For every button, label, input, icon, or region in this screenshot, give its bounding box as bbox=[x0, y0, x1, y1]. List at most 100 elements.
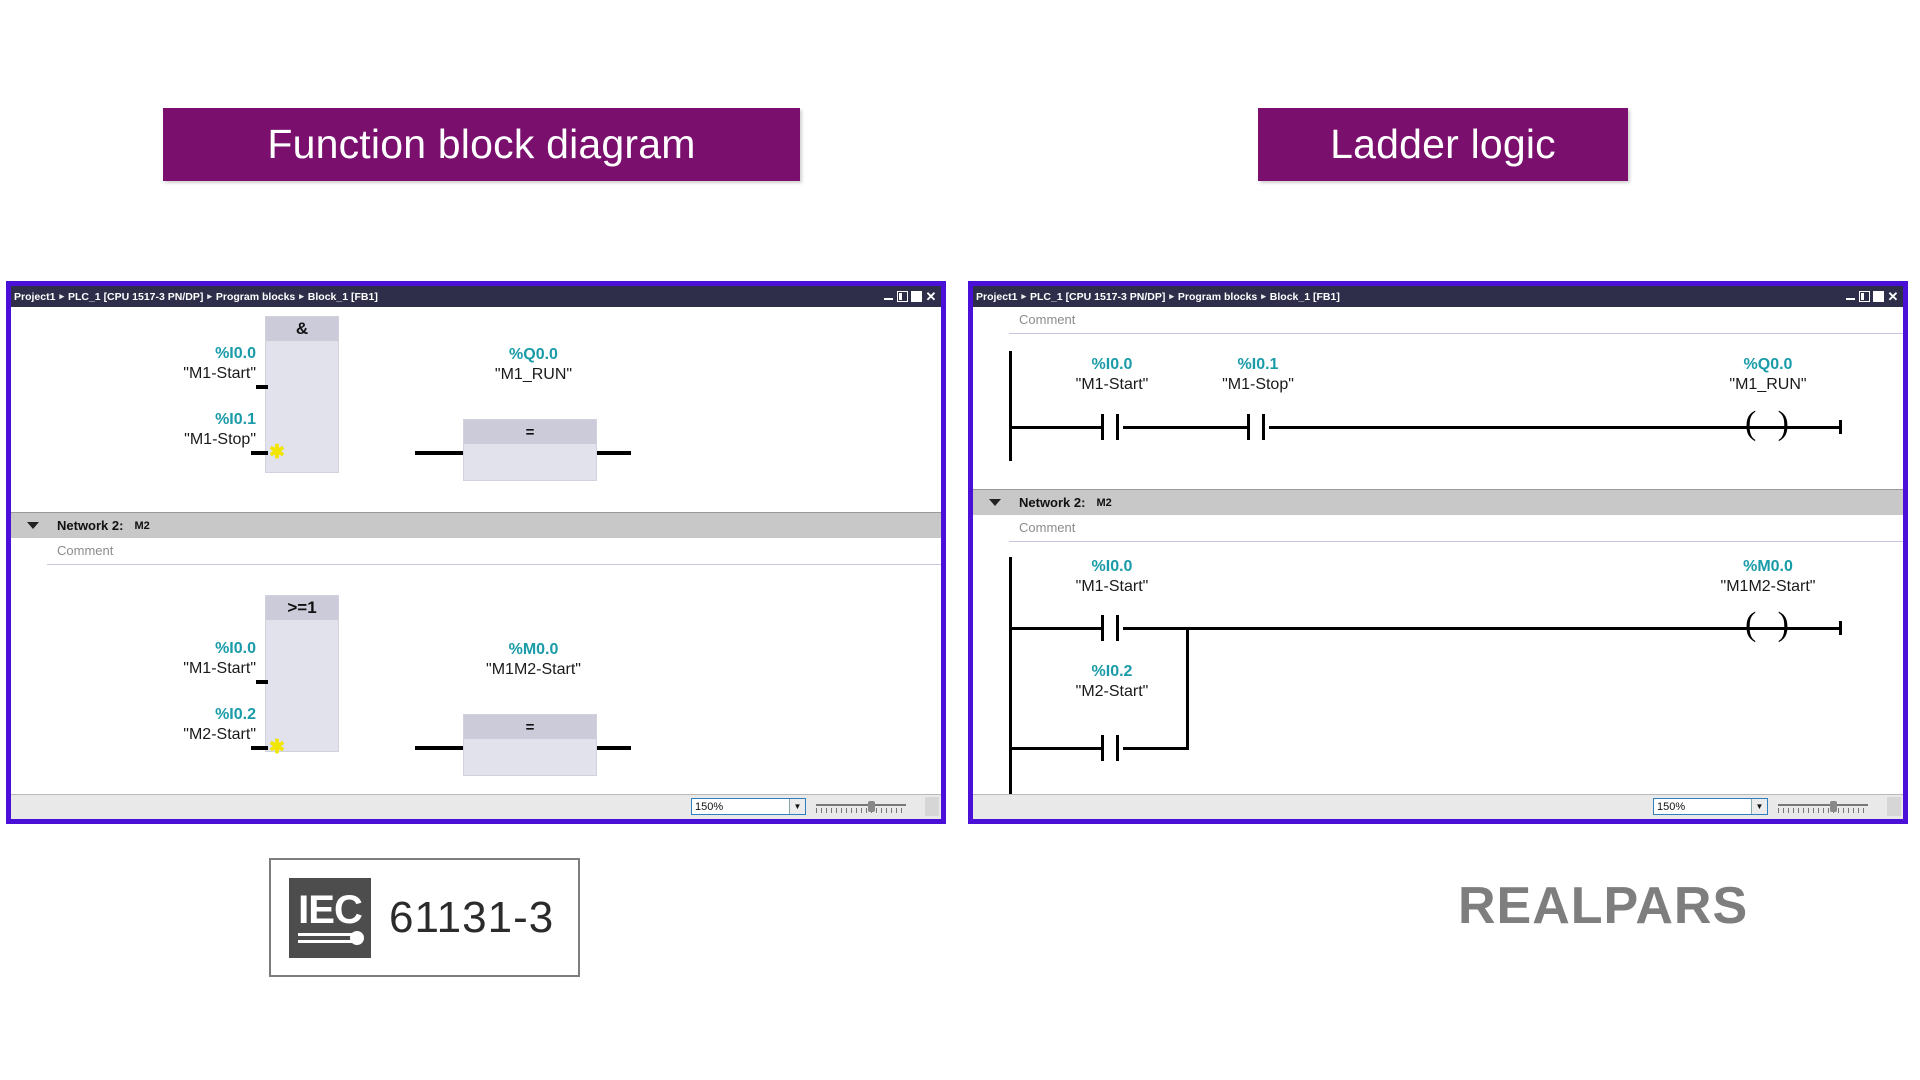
fbd-or-operator-label: >=1 bbox=[266, 596, 338, 620]
ladder-titlebar: Project1 ▸ PLC_1 [CPU 1517-3 PN/DP] ▸ Pr… bbox=[973, 286, 1903, 307]
ladder-n1-contact1-symbol: "M1-Start" bbox=[1075, 375, 1149, 393]
maximize-icon[interactable] bbox=[1873, 291, 1884, 302]
zoom-level-combobox[interactable]: 150% ▼ bbox=[1653, 798, 1768, 815]
ladder-n1-contact1-no[interactable] bbox=[1097, 414, 1123, 440]
iec-logo-text: IEC bbox=[298, 887, 363, 932]
fbd-n1-input2-wire bbox=[251, 451, 268, 455]
breadcrumb-item-plc[interactable]: PLC_1 [CPU 1517-3 PN/DP] bbox=[67, 290, 204, 303]
ladder-n2-branch2-contact-no[interactable] bbox=[1097, 735, 1123, 761]
fbd-canvas[interactable]: & %I0.0 "M1-Start" %I0.1 "M1-Stop" ✱ = %… bbox=[11, 307, 941, 819]
ladder-n2-branch1-contact-no[interactable] bbox=[1097, 615, 1123, 641]
ladder-n2-branch2-seg1 bbox=[1009, 747, 1103, 750]
ladder-network2-header[interactable]: Network 2: M2 bbox=[973, 489, 1903, 516]
ladder-n2-coil-label: %M0.0 "M1M2-Start" bbox=[1673, 557, 1863, 596]
fbd-n2-output-address: %M0.0 bbox=[508, 641, 559, 658]
chevron-down-icon[interactable] bbox=[27, 522, 39, 529]
close-icon[interactable]: ✕ bbox=[925, 289, 937, 304]
resize-grip[interactable] bbox=[1887, 797, 1901, 816]
realpars-logo: REALPARS bbox=[1458, 877, 1749, 935]
fbd-and-block[interactable]: & bbox=[265, 316, 339, 473]
banner-ladder-label: Ladder logic bbox=[1330, 121, 1556, 167]
ladder-n2-branch1-symbol: "M1-Start" bbox=[1075, 577, 1149, 595]
chevron-down-icon[interactable]: ▼ bbox=[789, 799, 805, 814]
fbd-n2-input2-address: %I0.2 bbox=[215, 706, 256, 723]
ladder-network2-name: M2 bbox=[1096, 496, 1112, 509]
minimize-icon[interactable] bbox=[1845, 291, 1856, 302]
ladder-n1-contact1-address: %I0.0 bbox=[1091, 356, 1133, 373]
breadcrumb-item-block[interactable]: Block_1 [FB1] bbox=[1269, 290, 1340, 303]
zoom-slider[interactable] bbox=[1778, 801, 1868, 813]
ladder-n1-output-coil[interactable]: ( ) bbox=[1745, 405, 1789, 442]
breadcrumb-item-plc[interactable]: PLC_1 [CPU 1517-3 PN/DP] bbox=[1029, 290, 1166, 303]
zoom-slider[interactable] bbox=[816, 801, 906, 813]
fbd-n2-input2-wire bbox=[251, 746, 268, 750]
fbd-n1-output-address: %Q0.0 bbox=[509, 346, 558, 363]
fbd-n2-assign-block[interactable]: = bbox=[463, 714, 597, 776]
chevron-down-icon[interactable]: ▼ bbox=[1751, 799, 1767, 814]
banner-fbd-label: Function block diagram bbox=[267, 121, 696, 167]
coil-left-paren-icon: ( bbox=[1745, 405, 1757, 442]
ladder-n1-contact2-address: %I0.1 bbox=[1237, 356, 1279, 373]
breadcrumb-item-project[interactable]: Project1 bbox=[14, 290, 56, 303]
fbd-n1-assign-block[interactable]: = bbox=[463, 419, 597, 481]
ladder-network1-comment-row[interactable]: Comment bbox=[973, 307, 1903, 332]
ladder-n2-branch2-seg2 bbox=[1123, 747, 1189, 750]
fbd-n1-input1-symbol: "M1-Start" bbox=[183, 364, 256, 382]
fbd-or-block[interactable]: >=1 bbox=[265, 595, 339, 752]
minimize-icon[interactable] bbox=[883, 291, 894, 302]
coil-right-paren-icon: ) bbox=[1777, 606, 1789, 643]
fbd-and-operator-label: & bbox=[266, 317, 338, 341]
fbd-network2-header[interactable]: Network 2: M2 bbox=[11, 512, 941, 539]
banner-function-block-diagram: Function block diagram bbox=[163, 108, 800, 181]
ladder-canvas[interactable]: Comment %I0.0 "M1-Start" %I0.1 "M1-Stop"… bbox=[973, 307, 1903, 819]
ladder-network2-comment-row[interactable]: Comment bbox=[973, 515, 1903, 540]
ladder-n2-output-coil[interactable]: ( ) bbox=[1745, 606, 1789, 643]
fbd-n1-input1-wire bbox=[256, 385, 268, 389]
iec-logo-icon: IEC bbox=[289, 877, 371, 958]
zoom-level-combobox[interactable]: 150% ▼ bbox=[691, 798, 806, 815]
breadcrumb-item-block[interactable]: Block_1 [FB1] bbox=[307, 290, 378, 303]
ladder-n2-branch-join bbox=[1186, 627, 1189, 750]
breadcrumb-separator-icon: ▸ bbox=[1169, 291, 1174, 301]
breadcrumb-separator-icon: ▸ bbox=[59, 291, 64, 301]
fbd-n2-input1-label: %I0.0 "M1-Start" bbox=[71, 639, 256, 678]
ladder-n1-contact1-label: %I0.0 "M1-Start" bbox=[1017, 355, 1207, 394]
ladder-n2-branch1-seg1 bbox=[1009, 627, 1103, 630]
ladder-network1-comment: Comment bbox=[1019, 312, 1076, 327]
fbd-n1-input2-address: %I0.1 bbox=[215, 411, 256, 428]
breadcrumb[interactable]: Project1 ▸ PLC_1 [CPU 1517-3 PN/DP] ▸ Pr… bbox=[14, 291, 378, 303]
fbd-network2-comment: Comment bbox=[57, 543, 114, 558]
restore-icon[interactable] bbox=[1859, 291, 1870, 302]
ladder-n2-branch2-address: %I0.2 bbox=[1091, 663, 1133, 680]
ladder-n2-end-tick bbox=[1839, 621, 1842, 635]
breadcrumb-item-program-blocks[interactable]: Program blocks bbox=[215, 290, 296, 303]
ladder-n1-coil-address: %Q0.0 bbox=[1743, 356, 1793, 373]
fbd-n2-connect-wire bbox=[415, 746, 463, 750]
fbd-n1-input1-address: %I0.0 bbox=[215, 345, 256, 362]
maximize-icon[interactable] bbox=[911, 291, 922, 302]
zoom-level-value: 150% bbox=[695, 800, 724, 813]
breadcrumb-item-project[interactable]: Project1 bbox=[976, 290, 1018, 303]
zoom-slider-knob[interactable] bbox=[1830, 801, 1837, 812]
breadcrumb-item-program-blocks[interactable]: Program blocks bbox=[1177, 290, 1258, 303]
ladder-n1-contact2-no[interactable] bbox=[1243, 414, 1269, 440]
fbd-network2-comment-row[interactable]: Comment bbox=[11, 538, 941, 563]
fbd-n2-input1-address: %I0.0 bbox=[215, 640, 256, 657]
comment-divider bbox=[1009, 541, 1903, 542]
ladder-n2-left-rail bbox=[1009, 557, 1012, 819]
ladder-n1-rung-end bbox=[1789, 426, 1841, 429]
ladder-n1-contact2-label: %I0.1 "M1-Stop" bbox=[1163, 355, 1353, 394]
window-controls: ✕ bbox=[883, 286, 937, 307]
resize-grip[interactable] bbox=[925, 797, 939, 816]
iec-logo-bar bbox=[298, 932, 362, 936]
breadcrumb[interactable]: Project1 ▸ PLC_1 [CPU 1517-3 PN/DP] ▸ Pr… bbox=[976, 291, 1340, 303]
iec-standard-badge: IEC 61131-3 bbox=[269, 858, 580, 977]
chevron-down-icon[interactable] bbox=[989, 499, 1001, 506]
close-icon[interactable]: ✕ bbox=[1887, 289, 1899, 304]
restore-icon[interactable] bbox=[897, 291, 908, 302]
breadcrumb-separator-icon: ▸ bbox=[1021, 291, 1026, 301]
zoom-slider-knob[interactable] bbox=[868, 801, 875, 812]
fbd-n2-output-label: %M0.0 "M1M2-Start" bbox=[441, 640, 626, 679]
coil-left-paren-icon: ( bbox=[1745, 606, 1757, 643]
fbd-n1-output-label: %Q0.0 "M1_RUN" bbox=[451, 345, 616, 384]
